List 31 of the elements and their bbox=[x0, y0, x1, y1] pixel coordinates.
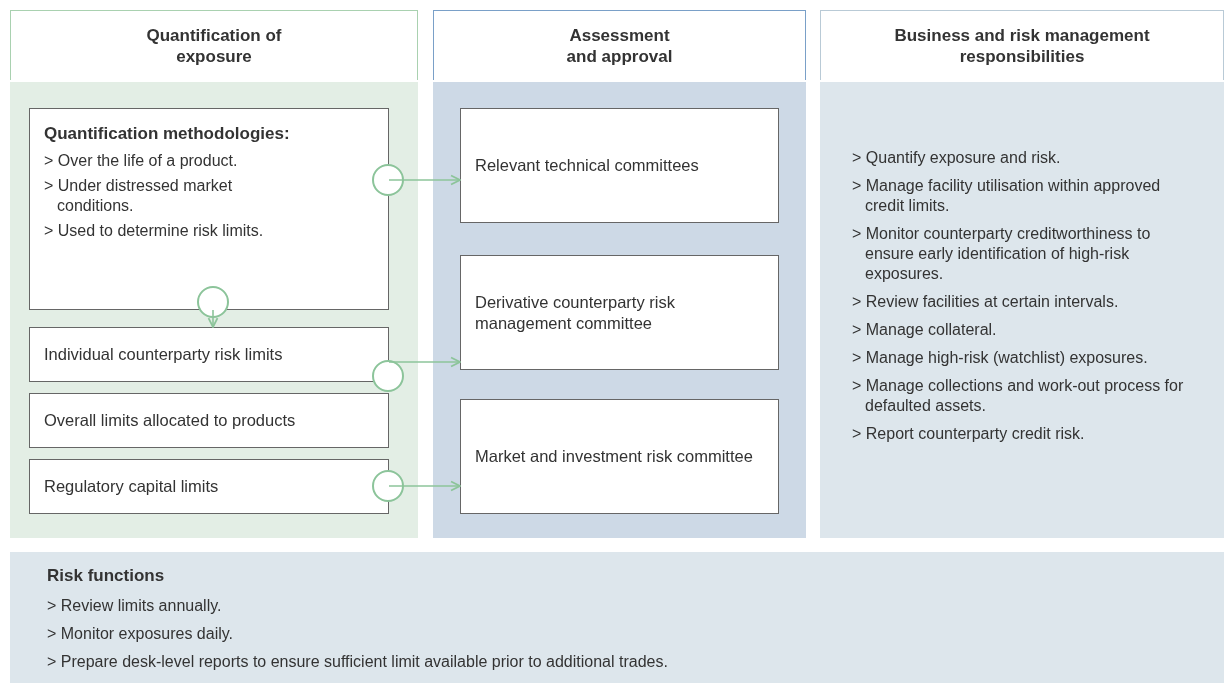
bullet-item: > Under distressed market conditions. bbox=[44, 176, 234, 216]
bullet-item: > Manage collateral. bbox=[852, 320, 998, 340]
text-box bbox=[29, 108, 389, 310]
bullet-item: > Used to determine risk limits. bbox=[44, 221, 265, 241]
bullet-item: > Monitor exposures daily. bbox=[47, 624, 234, 644]
bullet-item: > Review limits annually. bbox=[47, 596, 223, 616]
bullet-item: > Quantify exposure and risk. bbox=[852, 148, 1062, 168]
arrow bbox=[388, 356, 461, 368]
arrow bbox=[388, 480, 461, 492]
process-box: Individual counterparty risk limits bbox=[29, 327, 389, 382]
process-box: Regulatory capital limits bbox=[29, 459, 389, 514]
bullet-item: > Manage high-risk (watchlist) exposures. bbox=[852, 348, 1149, 368]
bullet-item: > Review facilities at certain intervals. bbox=[852, 292, 1120, 312]
bullet-item: > Prepare desk-level reports to ensure sufficient limit available prior to additional trades. bbox=[47, 652, 669, 672]
process-box: Overall limits allocated to products bbox=[29, 393, 389, 448]
column-header: Quantification of exposure bbox=[145, 24, 283, 67]
bullet-item: > Manage collections and work-out process for defaulted assets. bbox=[852, 376, 1185, 416]
panel-heading: Risk functions bbox=[47, 566, 166, 586]
arrow bbox=[388, 174, 461, 186]
arrow bbox=[207, 309, 219, 328]
process-box: Derivative counterparty risk management committee bbox=[460, 255, 779, 370]
column-header: Assessment and approval bbox=[565, 24, 674, 67]
bullet-item: > Report counterparty credit risk. bbox=[852, 424, 1086, 444]
bullet-item: > Over the life of a product. bbox=[44, 151, 239, 171]
bullet-item: > Manage facility utilisation within approved credit limits. bbox=[852, 176, 1162, 216]
column-header: Business and risk management responsibilities bbox=[893, 24, 1151, 67]
box-heading: Quantification methodologies: bbox=[44, 123, 291, 144]
bullet-item: > Monitor counterparty creditworthiness to ensure early identification of high-risk exposures. bbox=[852, 224, 1152, 284]
process-box: Market and investment risk committee bbox=[460, 399, 779, 514]
process-box: Relevant technical committees bbox=[460, 108, 779, 223]
text-panel bbox=[10, 552, 1224, 683]
